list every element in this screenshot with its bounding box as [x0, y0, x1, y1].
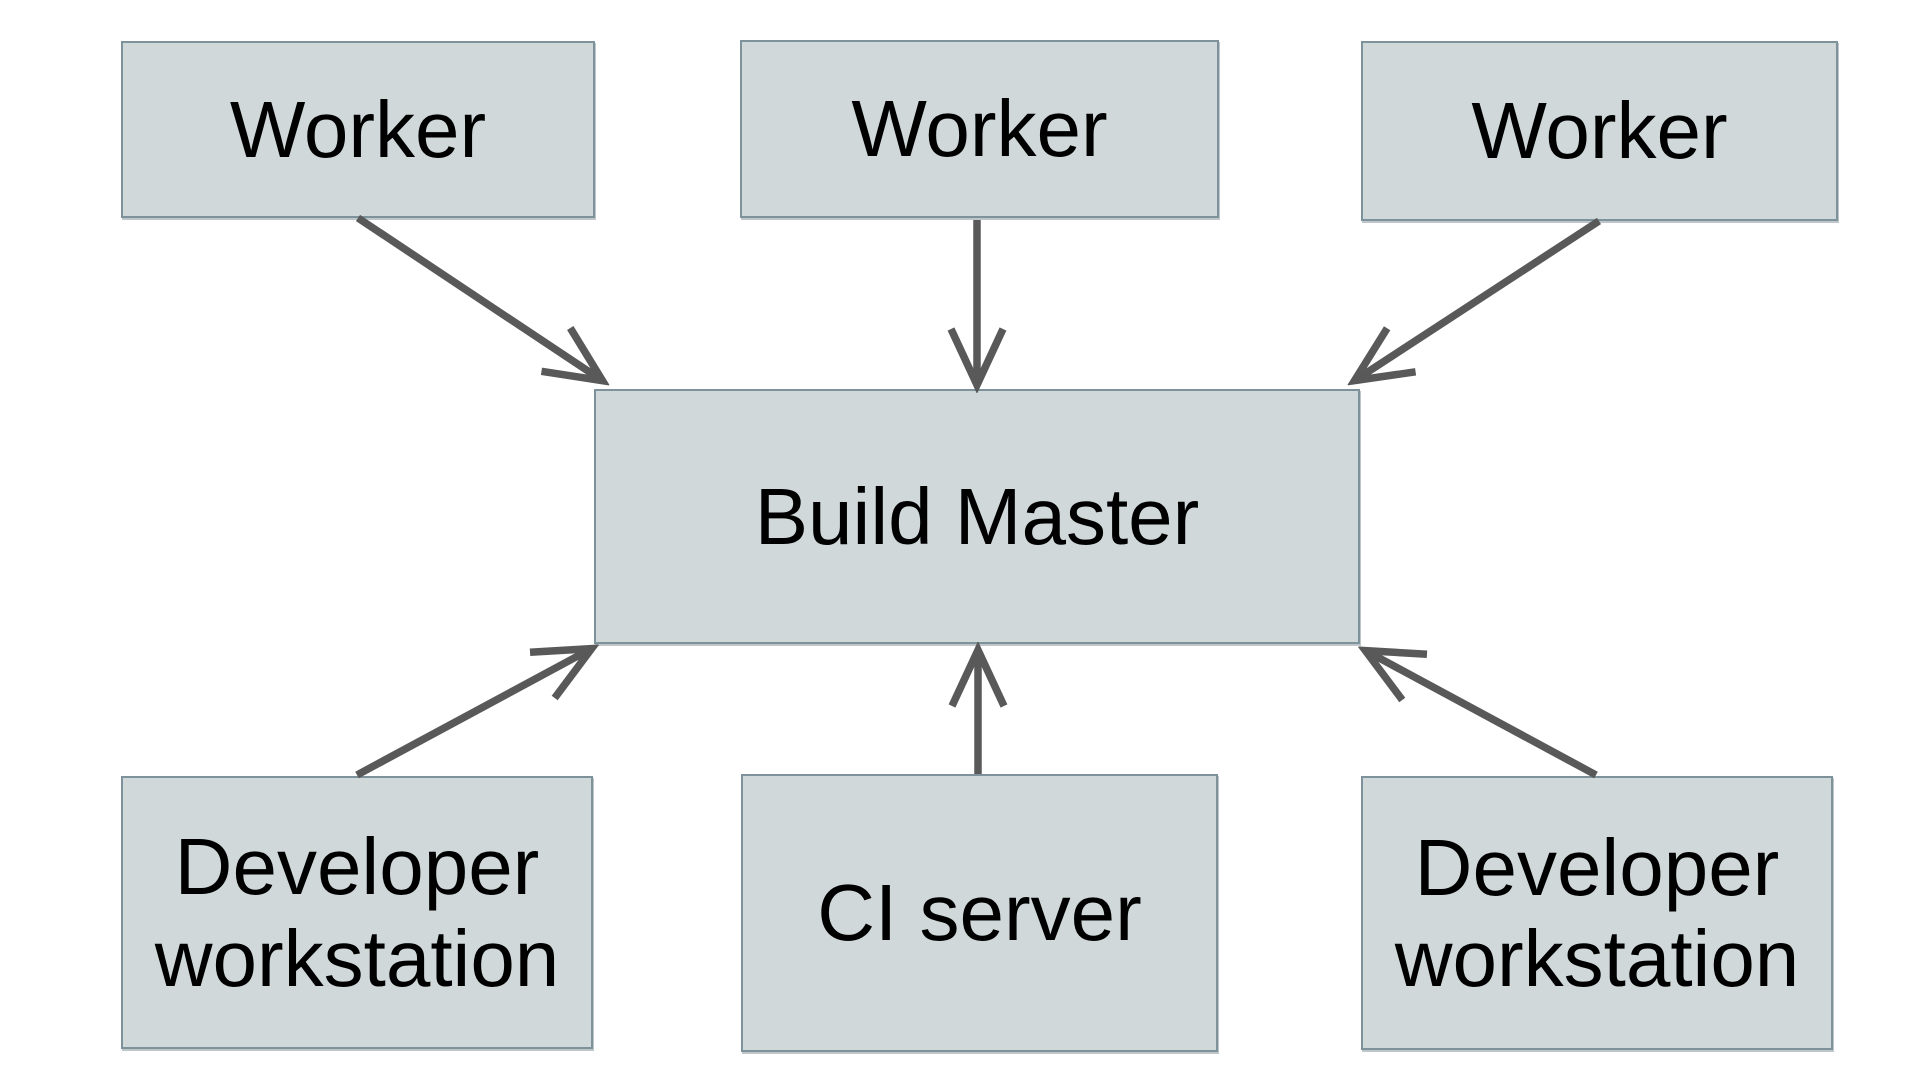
- node-developer-workstation-left: Developer workstation: [121, 776, 593, 1049]
- node-developer-workstation-left-label: Developer workstation: [154, 822, 560, 1003]
- node-developer-workstation-right-label: Developer workstation: [1394, 822, 1800, 1003]
- arrow-worker-3-to-build-master: [1357, 217, 1602, 379]
- node-worker-2: Worker: [740, 40, 1219, 218]
- node-worker-3: Worker: [1361, 41, 1838, 221]
- node-ci-server-label: CI server: [817, 868, 1142, 958]
- arrow-developer-workstation-left-to-build-master: [355, 650, 589, 779]
- node-worker-1-label: Worker: [229, 84, 487, 174]
- node-worker-1: Worker: [121, 41, 595, 218]
- arrow-developer-workstation-right-to-build-master: [1368, 652, 1598, 779]
- node-ci-server: CI server: [741, 774, 1218, 1052]
- node-build-master: Build Master: [594, 389, 1360, 644]
- node-worker-3-label: Worker: [1471, 86, 1728, 176]
- node-developer-workstation-right: Developer workstation: [1361, 776, 1833, 1050]
- arrow-worker-1-to-build-master: [355, 214, 600, 379]
- node-build-master-label: Build Master: [754, 471, 1200, 561]
- node-worker-2-label: Worker: [851, 84, 1108, 174]
